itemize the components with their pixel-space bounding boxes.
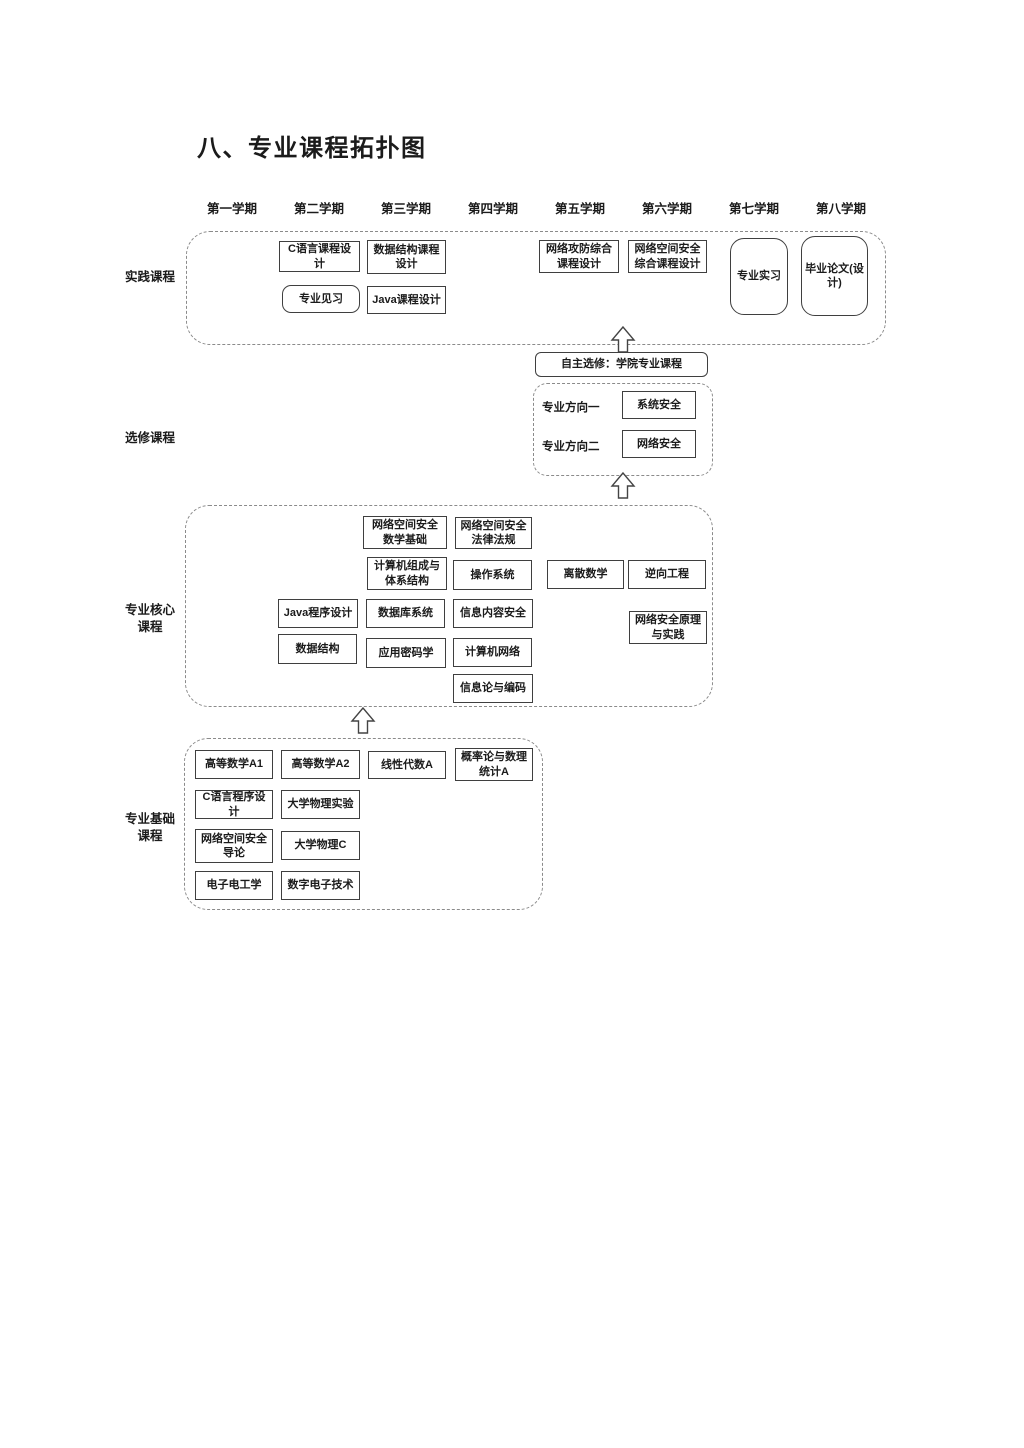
course-box-data-structure: 数据结构 [278,634,357,664]
course-box-observe: 专业见习 [282,285,360,313]
practice-section-container [186,231,886,345]
course-box-math-a2: 高等数学A2 [281,750,360,779]
course-box-cyber-intro: 网络空间安全导论 [195,829,273,863]
up-arrow-icon [610,326,636,353]
course-box-info-content-sec: 信息内容安全 [453,599,533,628]
semester-header-5: 第五学期 [554,202,605,216]
course-box-c-design: C语言课程设计 [279,241,360,272]
self-elective-box: 自主选修：学院专业课程 [535,352,708,377]
direction-2-label: 专业方向二 [542,441,600,453]
base-section-container [184,738,543,910]
section-label-practice: 实践课程 [124,270,175,284]
course-box-ds-design: 数据结构课程设计 [367,240,446,274]
course-box-math-foundation: 网络空间安全数学基础 [363,516,447,549]
semester-header-6: 第六学期 [641,202,692,216]
course-box-discrete-math: 离散数学 [547,560,624,589]
semester-header-3: 第三学期 [380,202,431,216]
semester-header-2: 第二学期 [293,202,344,216]
course-box-comp-arch: 计算机组成与体系结构 [367,557,447,590]
semester-header-7: 第七学期 [728,202,779,216]
up-arrow-icon [610,472,636,499]
course-box-network-security: 网络安全 [622,430,696,458]
course-box-database: 数据库系统 [366,599,445,628]
direction-1-label: 专业方向一 [542,402,600,414]
course-box-thesis: 毕业论文(设计) [801,236,868,316]
semester-header-4: 第四学期 [467,202,518,216]
course-box-physics-lab: 大学物理实验 [281,790,360,819]
semester-header-8: 第八学期 [815,202,866,216]
course-box-java-design: Java课程设计 [367,286,446,314]
course-box-computer-network: 计算机网络 [453,638,532,667]
section-label-core: 专业核心课程 [124,603,175,634]
course-box-electronics: 电子电工学 [195,871,273,900]
course-box-applied-crypto: 应用密码学 [366,638,446,668]
course-box-cyber-design: 网络空间安全综合课程设计 [628,240,707,273]
course-box-internship: 专业实习 [730,238,788,315]
section-label-base: 专业基础课程 [124,812,175,843]
course-box-reverse-eng: 逆向工程 [628,560,706,589]
course-box-physics-c: 大学物理C [281,831,360,860]
course-box-linear-algebra: 线性代数A [368,751,446,779]
course-box-netsec-principles: 网络安全原理与实践 [629,611,707,644]
course-box-info-theory: 信息论与编码 [453,674,533,703]
core-section-container [185,505,713,707]
course-box-law: 网络空间安全法律法规 [455,517,532,549]
section-label-elective: 选修课程 [124,431,175,445]
course-box-math-a1: 高等数学A1 [195,750,273,779]
course-box-java: Java程序设计 [278,599,358,628]
page-title: 八、专业课程拓扑图 [197,135,427,162]
semester-header-1: 第一学期 [206,202,257,216]
course-box-system-security: 系统安全 [622,391,696,419]
course-box-c-lang: C语言程序设计 [195,790,273,819]
course-box-digital-tech: 数字电子技术 [281,871,360,900]
course-box-attack-defense-design: 网络攻防综合课程设计 [539,240,619,273]
course-box-probability: 概率论与数理统计A [455,748,533,781]
up-arrow-icon [350,707,376,734]
course-box-os: 操作系统 [453,560,532,590]
